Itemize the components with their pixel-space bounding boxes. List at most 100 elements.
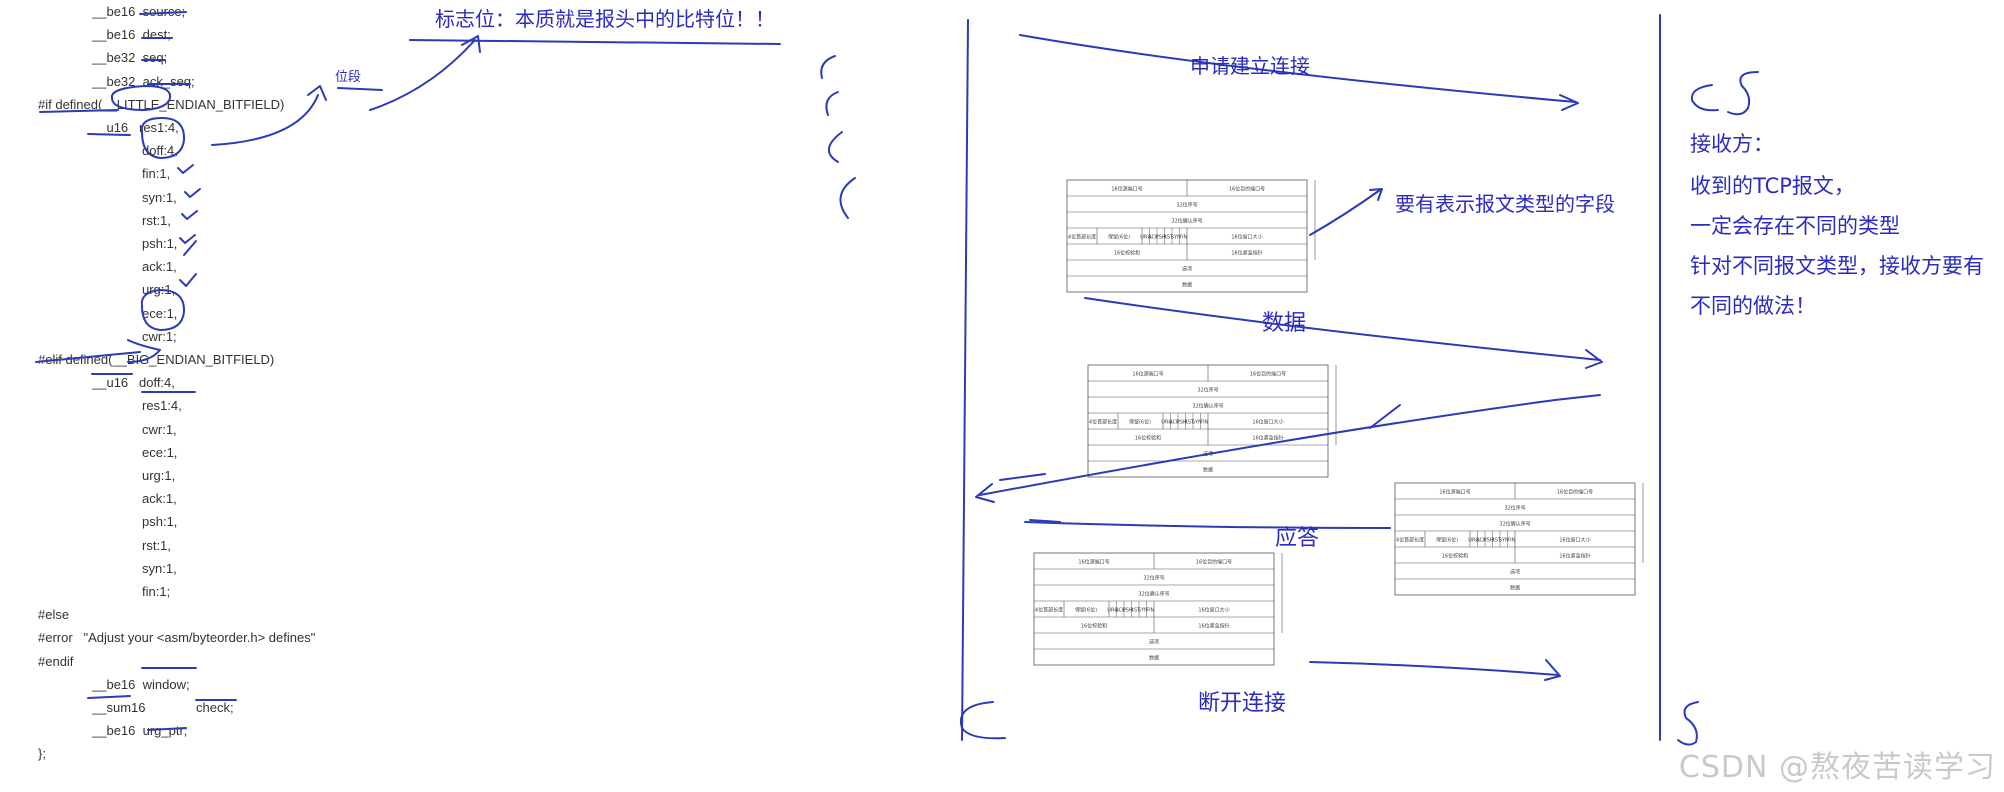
- field-data: 数据: [1203, 466, 1213, 473]
- field-urgent-pointer: 16位紧急指针: [1231, 249, 1262, 256]
- code-line: ack:1,: [142, 491, 177, 507]
- field-urgent-pointer: 16位紧急指针: [1559, 552, 1590, 559]
- field-seq: 32位序号: [1504, 504, 1525, 511]
- type-field-arrow: [1309, 188, 1383, 236]
- little-endian-ellipse: [110, 85, 172, 111]
- flag-bit-fin: FIN: [1179, 234, 1187, 240]
- field-window: 16位窗口大小: [1559, 536, 1590, 543]
- csdn-watermark: CSDN @熬夜苦读学习: [1678, 750, 1996, 785]
- check-rst: [181, 210, 198, 220]
- field-data: 数据: [1182, 281, 1192, 288]
- field-window: 16位窗口大小: [1231, 233, 1262, 240]
- bitfield-underline: [337, 87, 383, 91]
- flag-bit-ack: ACK: [1148, 234, 1159, 240]
- if-underline: [39, 109, 119, 113]
- code-line: #error "Adjust your <asm/byteorder.h> de…: [38, 630, 316, 646]
- field-ack: 32位确认序号: [1499, 520, 1530, 527]
- reply-label: 应答: [1275, 526, 1320, 551]
- type-field-note: 要有表示报文类型的字段: [1395, 192, 1615, 216]
- disconnect-arrow: [1309, 659, 1561, 681]
- check-syn: [184, 188, 201, 198]
- mid-dash-3: [1554, 394, 1601, 401]
- receiver-line2: 一定会存在不同的类型: [1690, 214, 1900, 238]
- u16-underline: [87, 133, 131, 136]
- code-line: syn:1,: [142, 560, 177, 576]
- sum16-underline: [87, 695, 131, 699]
- code-line: __be16 window;: [92, 676, 190, 692]
- code-line: cwr:1;: [142, 328, 177, 344]
- code-line: __sum16 check;: [92, 700, 234, 715]
- code-line: rst:1,: [142, 537, 171, 553]
- flag-bit-psh: PSH: [1156, 234, 1166, 240]
- field-dst-port: 16位目的端口号: [1229, 185, 1265, 192]
- flag-bit-ack: ACK: [1169, 419, 1180, 425]
- code-line: urg:1,: [142, 468, 176, 483]
- server-cs-mark: [1690, 71, 1759, 116]
- client-c-mark-5: [959, 701, 1006, 740]
- flag-bit-syn: SYN: [1138, 607, 1148, 613]
- elif-underline: [35, 351, 141, 363]
- check-psh: [179, 234, 196, 244]
- field-seq: 32位序号: [1197, 386, 1218, 393]
- code-line: ack:1,: [142, 259, 177, 275]
- doff-ellipse: [140, 117, 186, 159]
- mid-dash-2: [1369, 404, 1401, 429]
- flag-bit-ack: ACK: [1476, 537, 1487, 543]
- code-line: __be32 seq;: [92, 50, 168, 66]
- code-line: #elif defined(__BIG_ENDIAN_BITFIELD): [38, 352, 275, 367]
- client-c-mark-1: [820, 55, 836, 79]
- mid-dash-4: [1029, 519, 1061, 523]
- ece-cwr-ellipse: [140, 289, 186, 331]
- field-window: 16位窗口大小: [1252, 418, 1283, 425]
- disconnect-label: 断开连接: [1198, 691, 1287, 716]
- field-header-length: 4位首部长度: [1035, 606, 1063, 613]
- field-options: 选项: [1149, 638, 1159, 645]
- field-checksum: 16位校验和: [1114, 249, 1140, 256]
- code-line: ece:1,: [142, 305, 178, 321]
- flag-bit-urg: URG: [1107, 607, 1118, 613]
- field-src-port: 16位源端口号: [1132, 370, 1163, 377]
- field-ack: 32位确认序号: [1192, 402, 1223, 409]
- receiver-title: 接收方：: [1690, 132, 1774, 156]
- reply-underline: [1024, 521, 1391, 529]
- field-ack: 32位确认序号: [1171, 217, 1202, 224]
- field-checksum: 16位校验和: [1442, 552, 1468, 559]
- field-data: 数据: [1510, 584, 1520, 591]
- flag-bit-fin: FIN: [1507, 537, 1515, 543]
- flag-bit-syn: SYN: [1192, 419, 1202, 425]
- code-line: __be16 source;: [92, 4, 186, 19]
- code-line: syn:1,: [142, 189, 177, 205]
- check-ack: [183, 240, 197, 256]
- code-line: res1:4,: [142, 398, 182, 414]
- urg-ptr-underline: [147, 727, 187, 731]
- flag-bits-note: 标志位：本质就是报头中的比特位！！: [435, 7, 775, 31]
- flag-bit-fin: FIN: [1200, 419, 1208, 425]
- flag-bit-syn: SYN: [1499, 537, 1509, 543]
- client-divider-line: [961, 19, 969, 741]
- client-c-mark-2: [825, 91, 839, 116]
- receiver-line1: 收到的TCP报文，: [1690, 174, 1855, 198]
- flag-bit-psh: PSH: [1177, 419, 1187, 425]
- check-fin: [177, 164, 194, 174]
- field-seq: 32位序号: [1143, 574, 1164, 581]
- mid-dash-1: [999, 473, 1046, 481]
- field-data: 数据: [1149, 654, 1159, 661]
- field-dst-port: 16位目的端口号: [1557, 488, 1593, 495]
- data-arrow: [1084, 297, 1603, 369]
- field-reserved: 保留(6位): [1108, 233, 1130, 240]
- field-reserved: 保留(6位): [1075, 606, 1097, 613]
- data-label: 数据: [1262, 311, 1307, 336]
- source-underline: [139, 11, 187, 15]
- receiver-line4: 不同的做法！: [1690, 294, 1816, 318]
- flag-bit-psh: PSH: [1484, 537, 1494, 543]
- bitfield-label: 位段: [335, 70, 362, 85]
- field-src-port: 16位源端口号: [1078, 558, 1109, 565]
- field-dst-port: 16位目的端口号: [1250, 370, 1286, 377]
- flag-note-arrow: [369, 35, 481, 111]
- code-line: #endif: [38, 653, 74, 669]
- field-header-length: 4位首部长度: [1396, 536, 1424, 543]
- client-c-mark-4: [839, 177, 856, 219]
- check-urg: [179, 273, 197, 287]
